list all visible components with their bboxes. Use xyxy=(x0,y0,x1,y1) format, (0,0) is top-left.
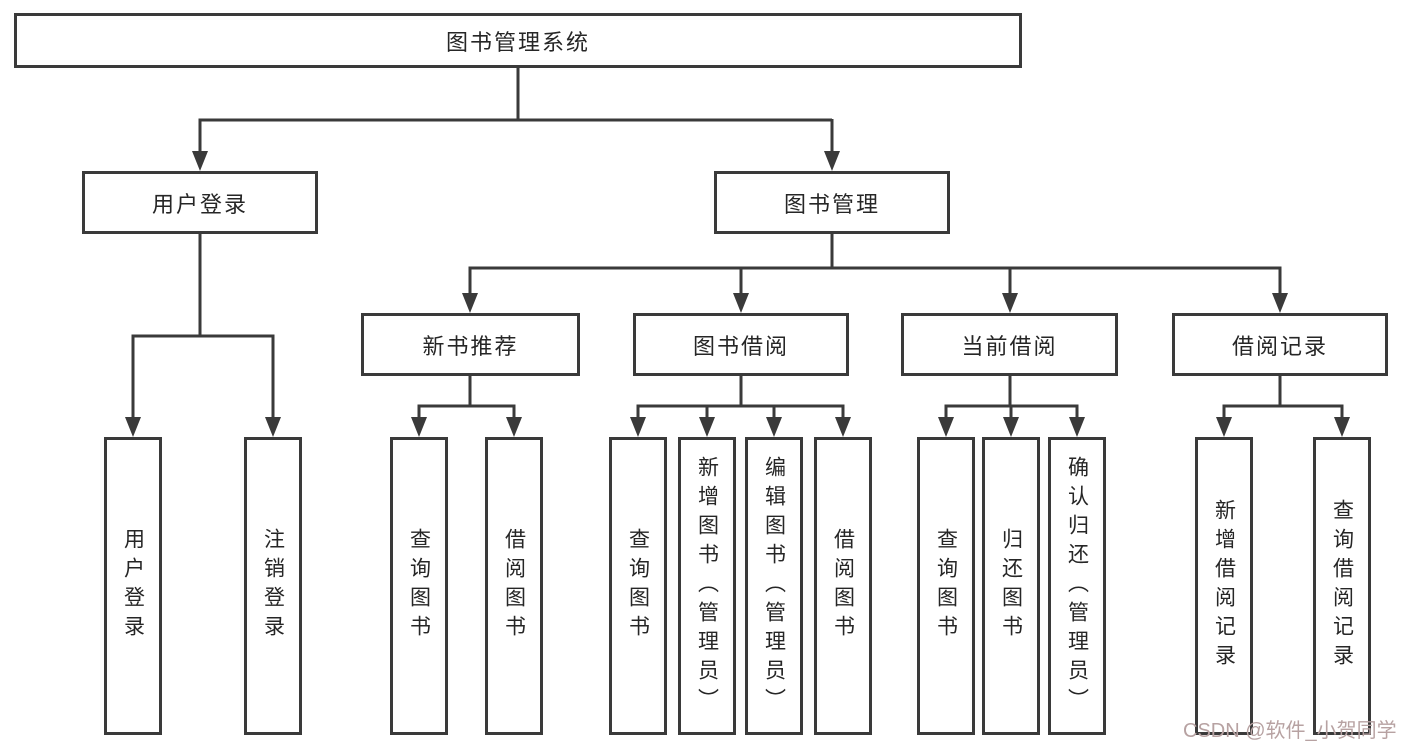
csdn-watermark: CSDN @软件_小贺同学 xyxy=(1183,720,1397,742)
leaf-bb-edit-books-admin: 编辑图书（管理员） xyxy=(745,437,803,735)
leaf-label: 查询图书 xyxy=(407,528,431,644)
node-label: 借阅记录 xyxy=(1231,333,1328,359)
node-book-management: 图书管理 xyxy=(714,171,950,234)
leaf-label: 新增图书（管理员） xyxy=(695,455,719,717)
leaf-br-query-record: 查询借阅记录 xyxy=(1313,437,1371,735)
leaf-label: 注销登录 xyxy=(261,528,285,644)
leaf-label: 用户登录 xyxy=(121,528,145,644)
leaf-label: 确认归还（管理员） xyxy=(1065,455,1089,717)
node-label: 当前借阅 xyxy=(961,333,1058,359)
leaf-label: 借阅图书 xyxy=(502,528,526,644)
node-label: 图书管理 xyxy=(783,191,880,217)
leaf-label: 借阅图书 xyxy=(831,528,855,644)
node-root-system: 图书管理系统 xyxy=(14,13,1022,68)
leaf-br-add-record: 新增借阅记录 xyxy=(1195,437,1253,735)
node-label: 图书借阅 xyxy=(692,333,789,359)
leaf-nbr-query-books: 查询图书 xyxy=(390,437,448,735)
node-label: 图书管理系统 xyxy=(445,29,590,55)
node-borrow-records: 借阅记录 xyxy=(1172,313,1388,376)
leaf-bb-borrow-books: 借阅图书 xyxy=(814,437,872,735)
node-label: 新书推荐 xyxy=(422,333,519,359)
leaf-cb-return-books: 归还图书 xyxy=(982,437,1040,735)
leaf-label: 归还图书 xyxy=(999,528,1023,644)
leaf-label: 查询图书 xyxy=(934,528,958,644)
leaf-label: 编辑图书（管理员） xyxy=(762,455,786,717)
leaf-logout: 注销登录 xyxy=(244,437,302,735)
leaf-cb-confirm-return-admin: 确认归还（管理员） xyxy=(1048,437,1106,735)
leaf-nbr-borrow-books: 借阅图书 xyxy=(485,437,543,735)
leaf-label: 查询图书 xyxy=(626,528,650,644)
leaf-bb-query-books: 查询图书 xyxy=(609,437,667,735)
node-user-login: 用户登录 xyxy=(82,171,318,234)
node-label: 用户登录 xyxy=(151,191,248,217)
leaf-label: 查询借阅记录 xyxy=(1330,499,1354,673)
node-new-book-recommend: 新书推荐 xyxy=(361,313,580,376)
node-current-borrow: 当前借阅 xyxy=(901,313,1118,376)
node-book-borrow: 图书借阅 xyxy=(633,313,849,376)
leaf-label: 新增借阅记录 xyxy=(1212,499,1236,673)
leaf-bb-add-books-admin: 新增图书（管理员） xyxy=(678,437,736,735)
leaf-user-login: 用户登录 xyxy=(104,437,162,735)
leaf-cb-query-books: 查询图书 xyxy=(917,437,975,735)
arrowheads xyxy=(125,151,1350,437)
